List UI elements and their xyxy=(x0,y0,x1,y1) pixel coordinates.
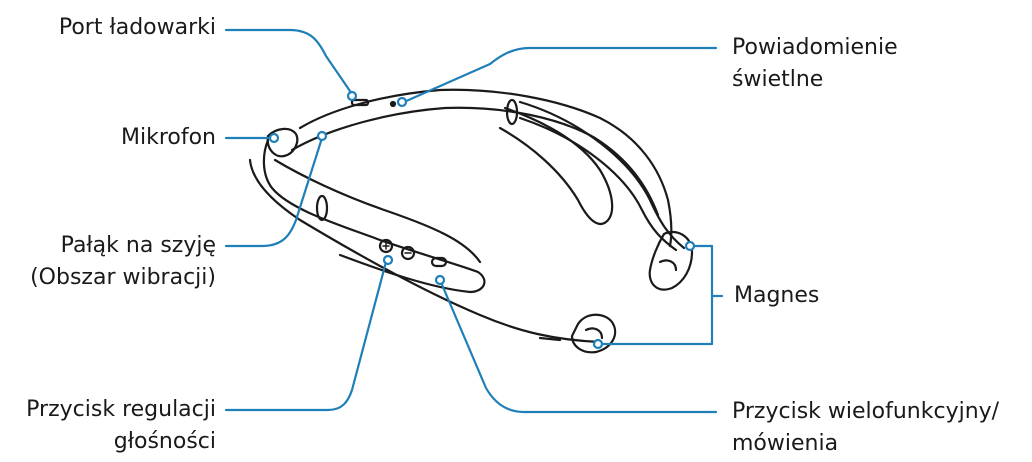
label-volume-line2: głośności xyxy=(113,429,216,454)
multifunction-button xyxy=(430,256,448,268)
label-notification-line2: świetlne xyxy=(732,67,824,92)
leader-volume xyxy=(224,260,388,412)
label-magnet: Magnes xyxy=(734,283,820,308)
leader-charger-port xyxy=(224,28,354,96)
label-volume-line1: Przycisk regulacji xyxy=(26,397,216,422)
label-notification-line1: Powiadomienie xyxy=(732,35,898,60)
charger-port-mark xyxy=(350,98,370,107)
label-neckband-line2: (Obszar wibracji) xyxy=(30,265,216,290)
marker-charger-port xyxy=(346,90,358,102)
label-neckband-line1: Pałąk na szyję xyxy=(60,233,216,258)
leader-magnet xyxy=(598,244,714,346)
led-dot xyxy=(389,100,397,108)
leader-multifunction xyxy=(438,278,718,414)
marker-microphone xyxy=(268,132,280,144)
left-end xyxy=(266,127,299,158)
leader-end-markers xyxy=(268,90,696,350)
volume-down-button xyxy=(400,245,416,261)
label-multifunction-line1: Przycisk wielofunkcyjny/ xyxy=(732,399,1000,424)
earbud-lower xyxy=(570,313,617,354)
marker-neckband xyxy=(316,130,328,142)
neckband-headset xyxy=(248,88,694,354)
rear-arm xyxy=(498,106,614,226)
leader-neckband xyxy=(224,136,324,248)
volume-up-button xyxy=(378,238,394,254)
label-microphone: Mikrofon xyxy=(120,125,216,150)
label-multifunction-line2: mówienia xyxy=(732,431,839,456)
marker-magnet-lower xyxy=(592,338,604,350)
marker-volume xyxy=(382,254,394,266)
cable-upper-2 xyxy=(518,116,678,252)
neckband-outer xyxy=(298,88,673,248)
leader-notification xyxy=(402,46,718,104)
leader-lines xyxy=(224,28,724,414)
marker-notification xyxy=(396,96,408,108)
cable-lower xyxy=(248,158,602,344)
neckband-inner xyxy=(290,106,660,217)
ring-clip-rear xyxy=(505,98,519,126)
marker-multifunction xyxy=(434,274,446,286)
label-charger-port: Port ładowarki xyxy=(58,15,216,40)
ring-clip-left xyxy=(315,194,329,222)
earbud-right xyxy=(648,230,694,291)
cable-upper xyxy=(518,100,686,250)
marker-magnet-upper xyxy=(684,240,696,252)
